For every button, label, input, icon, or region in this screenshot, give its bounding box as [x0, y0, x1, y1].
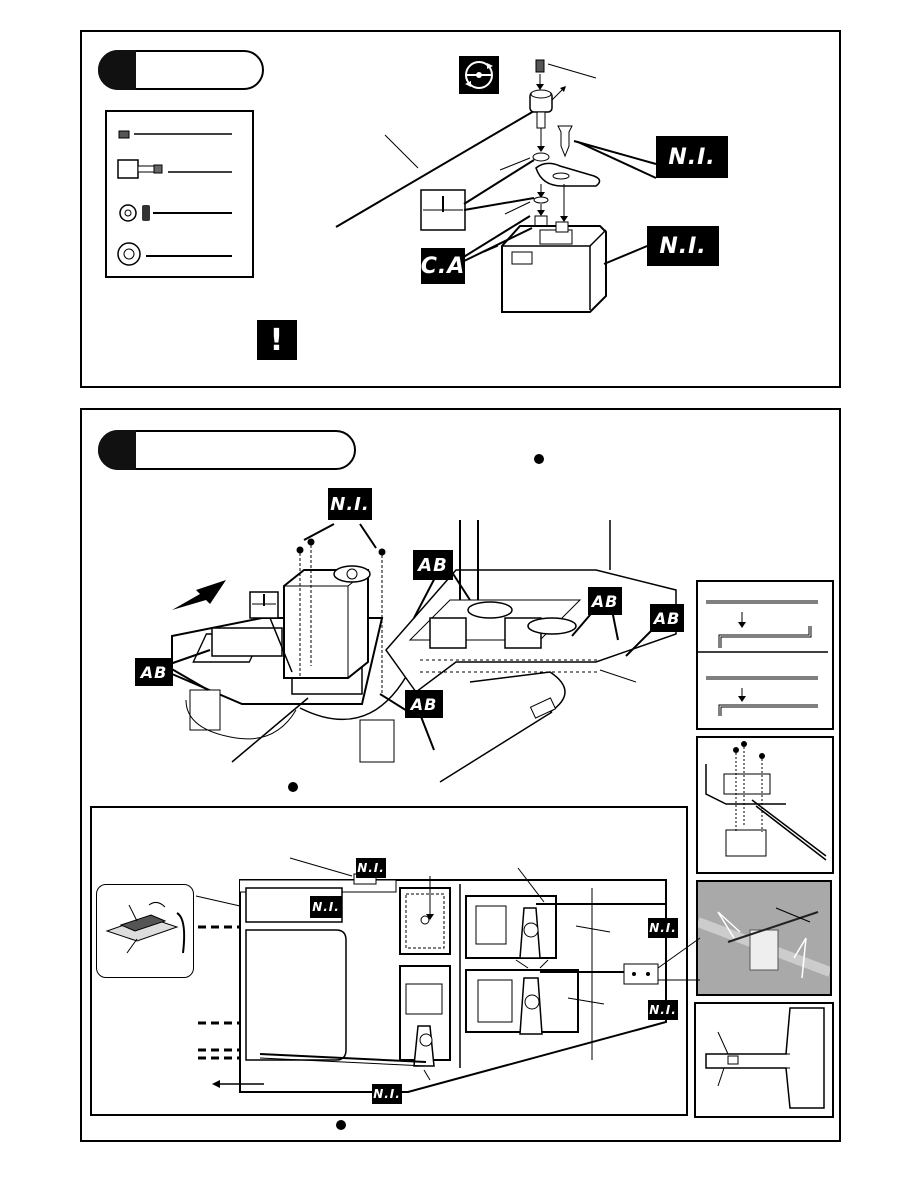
ab-badge: AB: [135, 658, 173, 686]
ca-badge: C.A: [421, 248, 465, 284]
warning-icon: !: [257, 320, 297, 360]
ab-badge: AB: [650, 604, 684, 632]
ni-badge: N.I.: [648, 1000, 678, 1020]
step-header-bottom: [98, 430, 356, 470]
hatch-latch-inset: [96, 884, 194, 978]
ni-badge: N.I.: [647, 226, 719, 266]
step-number-cap: [98, 50, 136, 90]
ni-badge: N.I.: [656, 136, 728, 178]
pushrod-guide-photo: [696, 880, 832, 996]
rotate-icon: [459, 56, 499, 94]
ab-badge: AB: [413, 550, 453, 580]
ni-badge: N.I.: [356, 858, 386, 878]
ni-badge: N.I.: [328, 488, 372, 520]
ni-badge: N.I.: [372, 1084, 402, 1104]
ni-badge: N.I.: [648, 918, 678, 938]
bullet-dot: [336, 1120, 346, 1130]
ab-badge: AB: [405, 690, 443, 718]
ni-badge: N.I.: [310, 896, 342, 918]
step-number-cap: [98, 430, 136, 470]
ab-badge: AB: [588, 587, 622, 615]
step-header-top: [98, 50, 264, 90]
bullet-dot: [288, 782, 298, 792]
bullet-dot: [534, 454, 544, 464]
